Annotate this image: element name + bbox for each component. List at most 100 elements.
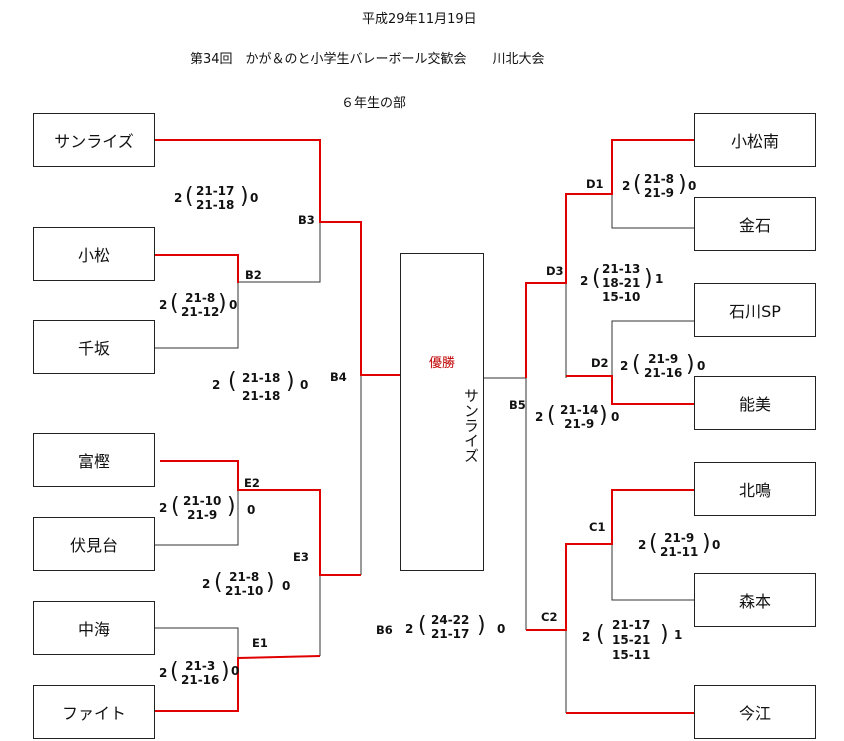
team-box: 石川SP xyxy=(694,283,816,337)
paren-open: ( xyxy=(418,613,427,638)
score-left: 2 xyxy=(582,630,591,644)
paren-open: ( xyxy=(214,570,223,595)
match-label: B2 xyxy=(245,268,262,282)
match-label: D3 xyxy=(546,264,564,278)
match-label: E3 xyxy=(293,550,309,564)
team-box: ファイト xyxy=(33,685,155,739)
team-box: 小松南 xyxy=(694,113,816,167)
team-box: 小松 xyxy=(33,227,155,281)
team-box: サンライズ xyxy=(33,113,155,167)
paren-close: ) xyxy=(477,613,486,638)
score-left: 2 xyxy=(622,179,631,193)
score-left: 2 xyxy=(159,501,168,515)
score-left: 2 xyxy=(638,538,647,552)
score-left: 2 xyxy=(535,410,544,424)
line-togashi-win xyxy=(160,460,361,576)
score-right: 0 xyxy=(611,410,620,424)
paren-close: ) xyxy=(218,291,227,316)
line-fushimidai xyxy=(155,490,239,546)
score-right: 0 xyxy=(712,538,721,552)
line-sunrise-win xyxy=(155,139,400,376)
paren-open: ( xyxy=(185,184,194,209)
score-right: 0 xyxy=(282,579,291,593)
division-title: ６年生の部 xyxy=(341,96,407,111)
team-box: 千坂 xyxy=(33,320,155,374)
match-label: E2 xyxy=(244,476,260,490)
score-left: 2 xyxy=(620,359,629,373)
team-box: 能美 xyxy=(694,376,816,430)
paren-open: ( xyxy=(596,622,605,647)
tournament-title: 第34回 かが＆のと小学生バレーボール交歓会 川北大会 xyxy=(190,52,545,67)
paren-close: ) xyxy=(286,369,295,394)
paren-close: ) xyxy=(240,184,249,209)
score-right: 0 xyxy=(250,191,259,205)
line-b2-up xyxy=(237,222,321,283)
team-box: 伏見台 xyxy=(33,517,155,571)
match-label: B3 xyxy=(298,213,315,227)
line-kanaishi xyxy=(611,194,694,229)
score-left: 2 xyxy=(174,191,183,205)
paren-close: ) xyxy=(221,659,230,684)
paren-close: ) xyxy=(678,172,687,197)
paren-open: ( xyxy=(633,172,642,197)
line-ishikawa xyxy=(611,320,694,376)
champion-box: 優勝 サンライズ xyxy=(400,253,484,571)
match-label: C2 xyxy=(541,610,558,624)
paren-close: ) xyxy=(644,266,653,291)
team-box: 富樫 xyxy=(33,433,155,487)
match-label: B4 xyxy=(330,370,347,384)
paren-open: ( xyxy=(649,531,658,556)
score-right: 0 xyxy=(231,664,240,678)
paren-open: ( xyxy=(592,266,601,291)
score-left: 2 xyxy=(405,622,414,636)
paren-close: ) xyxy=(686,352,695,377)
team-box: 北鳴 xyxy=(694,462,816,516)
score-right: 0 xyxy=(247,503,256,517)
team-box: 今江 xyxy=(694,685,816,739)
champion-label: 優勝 xyxy=(428,356,455,371)
team-box: 中海 xyxy=(33,601,155,655)
paren-close: ) xyxy=(266,570,275,595)
score-right: 0 xyxy=(229,298,238,312)
line-b5-right xyxy=(484,377,527,630)
score-left: 2 xyxy=(212,378,221,392)
match-label: B5 xyxy=(509,398,526,412)
line-fight-win xyxy=(155,655,321,712)
paren-open: ( xyxy=(632,352,641,377)
paren-open: ( xyxy=(171,494,180,519)
paren-open: ( xyxy=(547,403,556,428)
paren-close: ) xyxy=(702,531,711,556)
match-label: D1 xyxy=(586,177,604,191)
champion-name: サンライズ xyxy=(462,388,480,463)
score-left: 2 xyxy=(159,666,168,680)
line-komatsuminami-win xyxy=(525,139,694,378)
line-morimoto xyxy=(611,544,694,601)
paren-close: ) xyxy=(660,622,669,647)
date: 平成29年11月19日 xyxy=(362,12,477,27)
match-label: B6 xyxy=(376,623,393,637)
paren-open: ( xyxy=(228,369,237,394)
team-box: 金石 xyxy=(694,197,816,251)
score-left: 2 xyxy=(580,274,589,288)
line-chisaka xyxy=(155,282,239,349)
paren-close: ) xyxy=(599,403,608,428)
score-right: 1 xyxy=(674,628,683,642)
paren-open: ( xyxy=(170,291,179,316)
score-right: 0 xyxy=(497,622,506,636)
match-label: D2 xyxy=(591,356,609,370)
match-label: E1 xyxy=(252,636,268,650)
